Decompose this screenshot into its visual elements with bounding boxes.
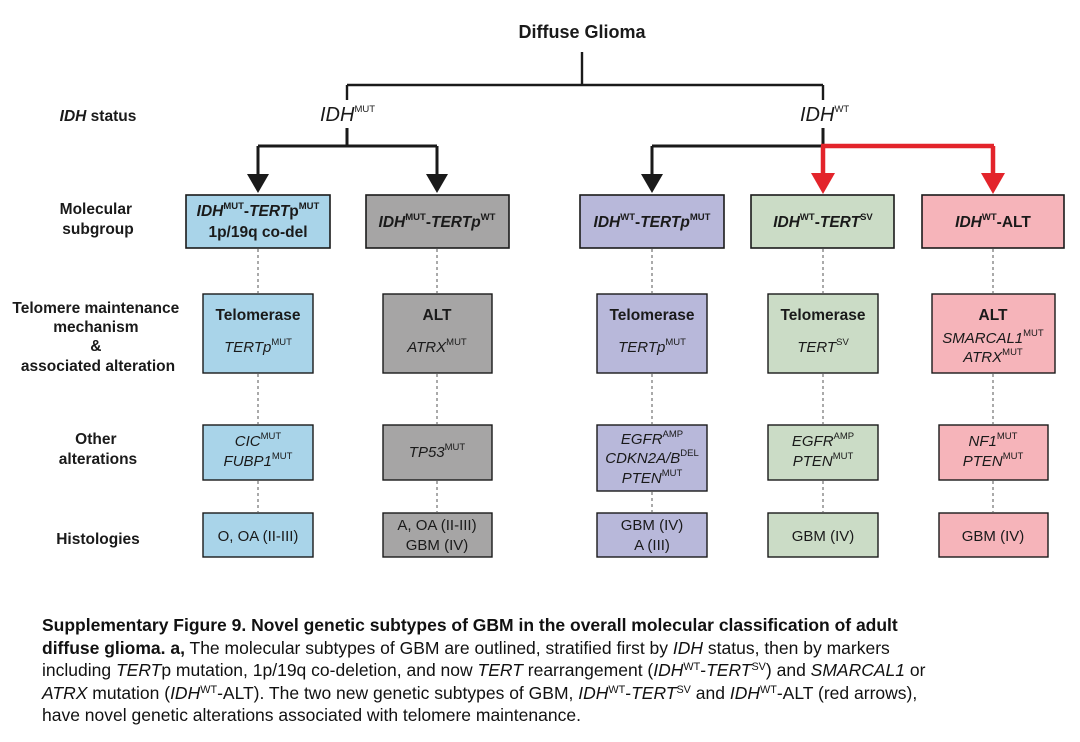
subgroup-title-5: IDHWT-ALT [955, 212, 1031, 231]
other-box-2 [382, 424, 493, 481]
other-alt-3b: CDKN2A/BDEL [605, 448, 699, 467]
tmm-box-1 [202, 293, 314, 374]
caption-line-3: including TERTp mutation, 1p/19q co-dele… [42, 660, 926, 680]
row-label-telomere: Telomere maintenance mechanism & associa… [12, 300, 183, 375]
column-idh-wt-alt: IDHWT-ALT ALT SMARCAL1MUT ATRXMUT NF1MUT… [921, 194, 1065, 558]
dashed-connectors [257, 249, 994, 512]
idh-mut-label: IDHMUT [320, 104, 375, 126]
arrowhead-col4 [811, 173, 835, 194]
subgroup-box-5 [921, 194, 1065, 249]
subgroup-box-4 [750, 194, 895, 249]
other-box-1 [202, 424, 314, 481]
subgroup-box-3 [579, 194, 725, 249]
other-box-5 [938, 424, 1049, 481]
caption-line-1: Supplementary Figure 9. Novel genetic su… [42, 615, 898, 635]
root-connectors [345, 52, 825, 100]
row-label-other-alterations: Other alterations [59, 431, 137, 468]
idh-wt-red-arrows [820, 143, 996, 176]
idh-mut-arrows [256, 128, 439, 176]
tmm-label-3: Telomerase [609, 307, 694, 324]
tmm-box-3 [596, 293, 708, 374]
histology-box-5 [938, 512, 1049, 558]
tmm-box-2 [382, 293, 493, 374]
subgroup-title-4: IDHWT-TERTSV [773, 212, 873, 231]
subgroup-title-2: IDHMUT-TERTpWT [379, 212, 496, 231]
tmm-label-5: ALT [979, 307, 1009, 324]
column-idh-wt-tert-sv: IDHWT-TERTSV Telomerase TERTSV EGFRAMP P… [750, 194, 895, 558]
arrowhead-col3 [641, 174, 663, 193]
subgroup-title-1: IDHMUT-TERTpMUT [197, 201, 320, 220]
subgroup-title-3: IDHWT-TERTpMUT [594, 212, 711, 231]
caption-line-2: diffuse glioma. a, The molecular subtype… [42, 637, 890, 658]
column-idh-mut-tertp-wt: IDHMUT-TERTpWT ALT ATRXMUT TP53MUT A, OA… [365, 194, 510, 558]
other-box-4 [767, 424, 879, 481]
row-label-molecular-subgroup: Molecular subgroup [60, 201, 137, 238]
histology-box-2 [382, 512, 493, 558]
idh-wt-label: IDHWT [800, 104, 849, 126]
histology-3b: A (III) [634, 537, 670, 554]
root-title: Diffuse Glioma [518, 22, 646, 42]
figure-caption: Supplementary Figure 9. Novel genetic su… [42, 614, 1028, 727]
arrowhead-col2 [426, 174, 448, 193]
idh-wt-black-arrow [650, 128, 825, 176]
histology-4: GBM (IV) [792, 528, 855, 545]
subgroup-box-1 [185, 194, 331, 249]
caption-line-4: ATRX mutation (IDHWT-ALT). The two new g… [42, 682, 918, 703]
column-idh-mut-tertp-mut: IDHMUT-TERTpMUT 1p/19q co-del Telomerase… [185, 194, 331, 558]
subgroup-codel-1: 1p/19q co-del [208, 224, 307, 241]
histology-3a: GBM (IV) [621, 517, 684, 534]
histology-2b: GBM (IV) [406, 537, 469, 554]
other-box-3 [596, 424, 708, 492]
histology-2a: A, OA (II-III) [397, 517, 476, 534]
histology-1: O, OA (II-III) [218, 528, 299, 545]
classification-diagram: Diffuse Glioma IDH status Molecular subg… [12, 22, 1065, 558]
histology-5: GBM (IV) [962, 528, 1025, 545]
row-label-histologies: Histologies [56, 531, 140, 548]
tmm-box-4 [767, 293, 879, 374]
caption-line-5: have novel genetic alterations associate… [42, 705, 581, 725]
subgroup-box-2 [365, 194, 510, 249]
tmm-label-4: Telomerase [780, 307, 865, 324]
tmm-label-2: ALT [423, 307, 453, 324]
row-label-idh-status: IDH status [60, 108, 137, 125]
arrowhead-col1 [247, 174, 269, 193]
tmm-box-5 [931, 293, 1056, 374]
histology-box-1 [202, 512, 314, 558]
tmm-label-1: Telomerase [215, 307, 300, 324]
tmm-alteration-5a: SMARCAL1MUT [942, 328, 1044, 347]
arrowhead-col5 [981, 173, 1005, 194]
histology-box-3 [596, 512, 708, 558]
histology-box-4 [767, 512, 879, 558]
column-idh-wt-tertp-mut: IDHWT-TERTpMUT Telomerase TERTpMUT EGFRA… [579, 194, 725, 558]
